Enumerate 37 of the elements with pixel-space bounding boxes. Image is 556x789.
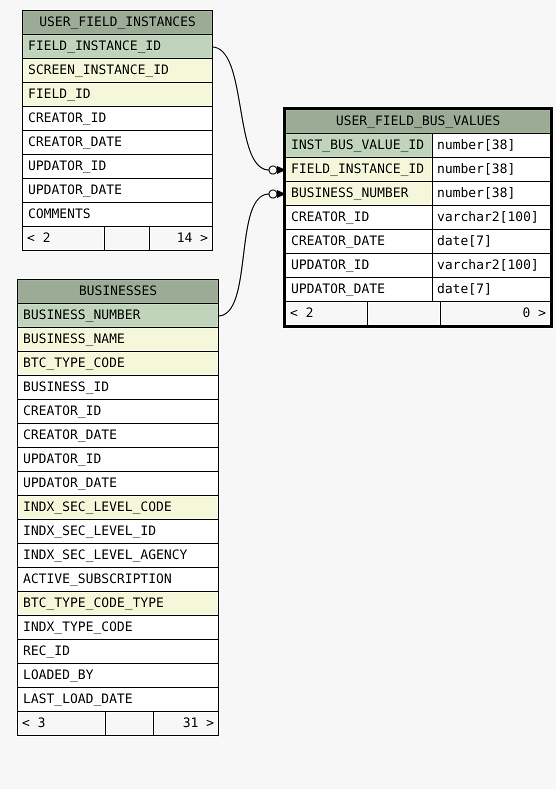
child-count: 0 > [440, 302, 550, 325]
data-type: number[38] [432, 134, 550, 157]
data-type: number[38] [432, 158, 550, 181]
column-name: BTC_TYPE_CODE_TYPE [18, 592, 218, 615]
column-name: BUSINESS_NAME [18, 328, 218, 351]
table-row [286, 134, 550, 158]
entity-table [22, 10, 213, 251]
column-name: FIELD_ID [23, 83, 212, 106]
table-header: USER_FIELD_BUS_VALUES [286, 110, 550, 134]
table-row [286, 182, 550, 206]
parent-count: < 2 [23, 227, 105, 250]
column-name: BTC_TYPE_CODE [18, 352, 218, 375]
entity-table [17, 279, 219, 736]
column-name: BUSINESS_NUMBER [286, 182, 432, 205]
data-type: varchar2[100] [432, 206, 550, 229]
data-type: varchar2[100] [432, 254, 550, 277]
child-count: 31 > [153, 712, 218, 735]
data-type: date[7] [432, 278, 550, 301]
table-row [286, 254, 550, 278]
entity-table [283, 107, 553, 328]
column-name: INDX_SEC_LEVEL_CODE [18, 496, 218, 519]
column-name: FIELD_INSTANCE_ID [23, 35, 212, 58]
column-name: SCREEN_INSTANCE_ID [23, 59, 212, 82]
parent-count: < 2 [286, 302, 368, 325]
table-row [286, 230, 550, 254]
data-type: number[38] [432, 182, 550, 205]
table-header: USER_FIELD_INSTANCES [23, 11, 212, 35]
parent-count: < 3 [18, 712, 106, 735]
table-row [286, 158, 550, 182]
data-type: date[7] [432, 230, 550, 253]
table-row [286, 206, 550, 230]
column-name: BUSINESS_NUMBER [18, 304, 218, 327]
child-count: 14 > [149, 227, 212, 250]
table-header: BUSINESSES [18, 280, 218, 304]
column-name: INST_BUS_VALUE_ID [286, 134, 432, 157]
table-row [286, 278, 550, 302]
column-name: FIELD_INSTANCE_ID [286, 158, 432, 181]
